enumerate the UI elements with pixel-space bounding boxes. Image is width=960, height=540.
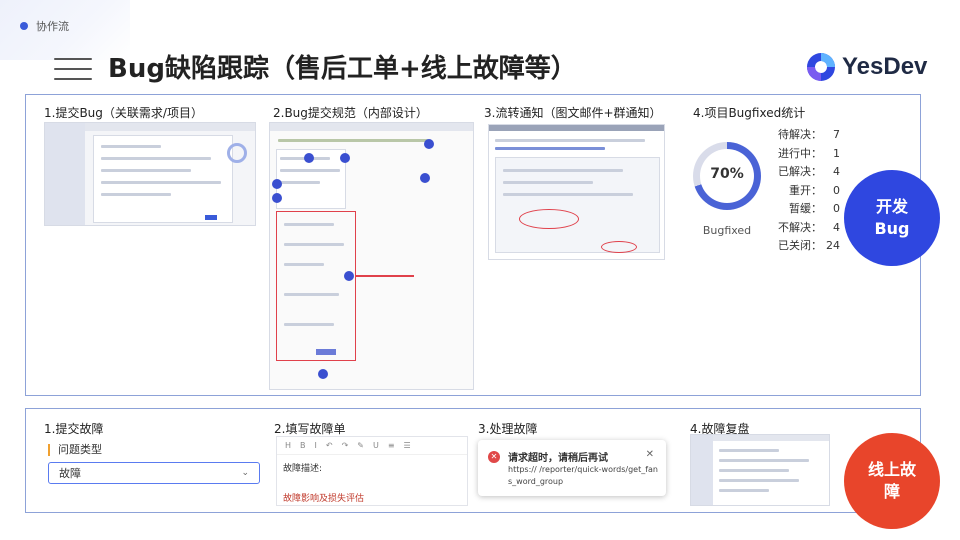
stat-row: 进行中：1 <box>778 146 840 160</box>
toast-title: 请求超时，请稍后再试 <box>508 453 608 464</box>
error-toast: ✕ 请求超时，请稍后再试 ✕ https:// /reporter/quick-… <box>478 440 666 496</box>
chevron-down-icon: ⌄ <box>241 468 249 478</box>
stat-row: 已解决：4 <box>778 165 840 178</box>
bugfixed-progress-ring <box>693 142 761 210</box>
stat-row: 不解决：4 <box>778 220 840 234</box>
online-fault-badge: 线上故障 <box>844 433 940 529</box>
stat-row: 已关闭：24 <box>778 239 840 252</box>
page-title: Bug缺陷跟踪（售后工单+线上故障等） <box>108 54 577 84</box>
background-decoration <box>0 0 130 60</box>
stat-row: 待解决：7 <box>778 128 840 141</box>
problem-type-label: 问题类型 <box>48 444 102 456</box>
brand-logo: YesDev <box>806 52 927 82</box>
step-fault-review: 4.故障复盘 <box>690 422 750 436</box>
section-tag: 协作流 <box>20 18 69 34</box>
step-fill-fault-form: 2.填写故障单 <box>274 422 346 436</box>
yesdev-logo-icon <box>807 53 835 81</box>
bugfixed-caption: Bugfixed <box>702 224 752 237</box>
step-handle-fault: 3.处理故障 <box>478 422 538 436</box>
step-bug-spec: 2.Bug提交规范（内部设计） <box>273 106 428 120</box>
toast-message: https:// /reporter/quick-words/get_fans_… <box>508 465 658 486</box>
fault-review-screenshot <box>690 434 830 506</box>
menu-icon[interactable] <box>54 58 92 80</box>
step-notify: 3.流转通知（图文邮件+群通知） <box>484 106 662 120</box>
step-submit-bug: 1.提交Bug（关联需求/项目） <box>44 106 203 120</box>
section-label: 协作流 <box>36 20 69 33</box>
problem-type-select[interactable]: 故障 ⌄ <box>48 462 260 484</box>
bug-stats-list: 待解决：7 进行中：1 已解决：4 重开：0 暂缓：0 不解决：4 已关闭：24 <box>778 126 840 256</box>
bug-spec-screenshot <box>269 122 474 390</box>
bugfixed-percent: 70% <box>710 166 744 182</box>
step-submit-fault: 1.提交故障 <box>44 422 104 436</box>
stat-row: 重开：0 <box>789 183 840 197</box>
brand-name: YesDev <box>842 53 928 80</box>
fault-description-label: 故障描述: <box>283 464 323 474</box>
error-icon: ✕ <box>488 451 500 463</box>
section-dot-icon <box>20 22 28 30</box>
stat-row: 暂缓：0 <box>789 202 840 215</box>
fault-impact-label: 故障影响及损失评估 <box>283 494 365 504</box>
submit-bug-screenshot <box>44 122 256 226</box>
problem-type-value: 故障 <box>59 467 81 480</box>
step-bugfixed-stats: 4.项目Bugfixed统计 <box>693 106 806 120</box>
notify-screenshot <box>488 124 665 260</box>
close-icon[interactable]: ✕ <box>645 449 654 460</box>
